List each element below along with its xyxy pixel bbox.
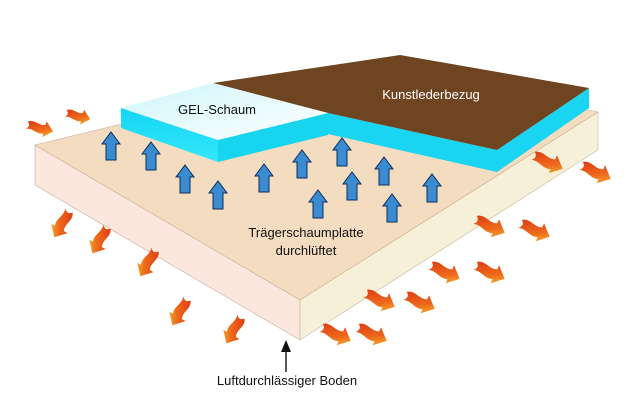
air-up-arrow	[141, 141, 161, 171]
heat-flow-arrow	[473, 215, 505, 238]
leather-cover	[213, 55, 589, 172]
air-up-arrow	[292, 149, 312, 179]
heat-flow-arrow	[51, 208, 73, 238]
heat-flow-arrow	[518, 219, 550, 242]
air-up-arrow	[308, 189, 328, 219]
gel-foam-label: GEL-Schaum	[178, 102, 256, 117]
heat-flow-arrow	[363, 289, 395, 312]
gel-foam-pad	[121, 83, 328, 162]
heat-flow-arrow	[169, 296, 191, 326]
heat-flow-arrow	[403, 291, 435, 314]
gel-foam-top	[121, 83, 328, 140]
heat-flow-arrow	[89, 224, 111, 254]
heat-flow-arrow	[531, 151, 563, 174]
air-up-arrow	[422, 173, 442, 203]
air-up-arrow	[342, 171, 362, 201]
carrier-foam-label-line2: durchlüftet	[276, 243, 337, 258]
gel-foam-right	[218, 113, 328, 162]
air-up-arrow	[374, 156, 394, 186]
heat-flow-arrow	[223, 314, 245, 344]
floor-pointer-arrow	[281, 340, 291, 372]
gel-foam-front	[121, 108, 218, 162]
air-up-arrow	[332, 137, 352, 167]
heat-flow-arrow	[319, 323, 351, 346]
air-flow-arrows	[101, 131, 442, 223]
heat-flow-arrow	[579, 161, 611, 184]
leather-cover-label: Kunstlederbezug	[382, 87, 480, 102]
air-up-arrow	[254, 163, 274, 193]
heat-flow-arrow	[64, 109, 91, 125]
heat-flow-arrow	[473, 261, 505, 284]
leather-cover-top	[213, 55, 589, 150]
air-up-arrow	[382, 193, 402, 223]
air-up-arrow	[175, 164, 195, 194]
air-up-arrow	[101, 131, 121, 161]
heat-flow-arrow	[137, 247, 159, 277]
floor-label: Luftdurchlässiger Boden	[217, 373, 357, 388]
heat-flow-arrow	[355, 323, 387, 346]
heat-flow-arrow	[25, 120, 54, 138]
heat-flow-arrows	[25, 109, 611, 346]
air-up-arrow	[208, 180, 228, 210]
leather-cover-side	[328, 88, 589, 172]
carrier-foam-label-line1: Trägerschaumplatte	[248, 225, 363, 240]
heat-flow-arrow	[428, 261, 460, 284]
